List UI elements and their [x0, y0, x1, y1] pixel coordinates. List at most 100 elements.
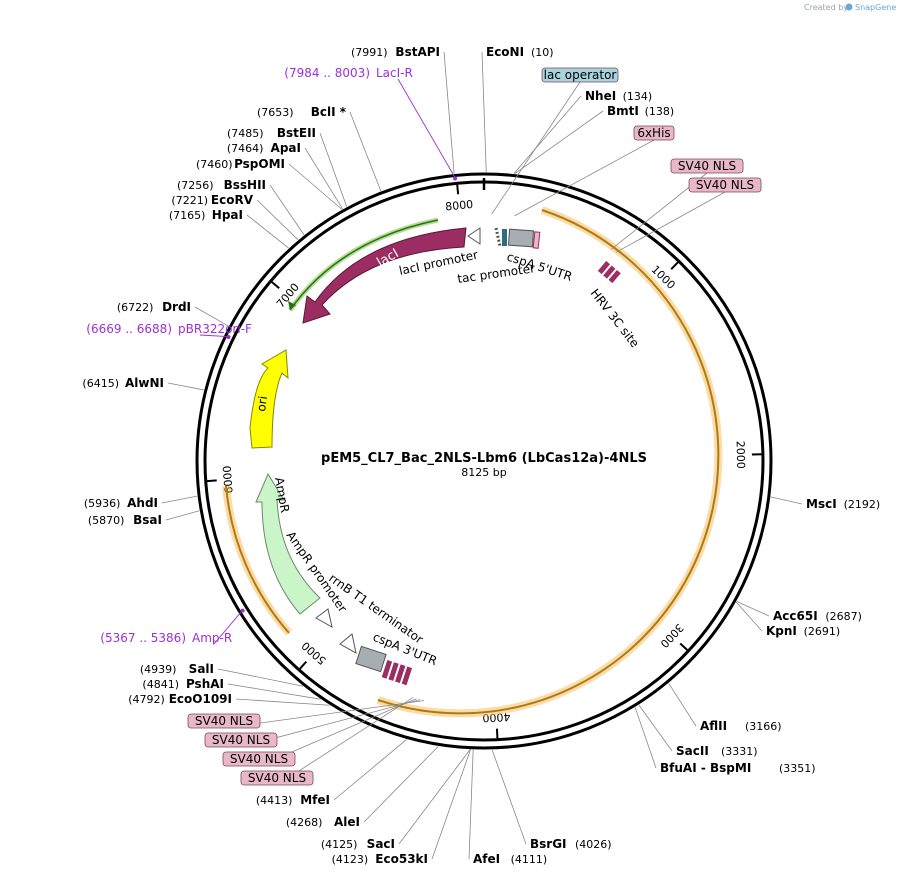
enzyme-position: (5870) — [88, 514, 125, 527]
enzyme-site[interactable]: SacII(3331) — [676, 744, 758, 758]
feature-leader — [615, 191, 726, 253]
enzyme-site[interactable]: MfeI(4413) — [256, 793, 330, 807]
tick-mark — [270, 280, 280, 289]
enzyme-site[interactable]: SacI(4125) — [321, 837, 395, 851]
enzyme-leader — [304, 147, 343, 210]
enzyme-position: (134) — [623, 90, 653, 103]
enzyme-site[interactable]: BsrGI(4026) — [530, 837, 612, 851]
enzyme-site[interactable]: AleI(4268) — [286, 815, 360, 829]
enzyme-site[interactable]: BfuAI - BspMI(3351) — [660, 761, 816, 775]
enzyme-position: (2687) — [825, 610, 862, 623]
enzyme-site[interactable]: BsaI(5870) — [88, 513, 162, 527]
tick-label: 2000 — [734, 441, 748, 469]
enzyme-site[interactable]: Acc65I (2687) — [773, 609, 862, 623]
enzyme-leader — [246, 214, 289, 249]
enzyme-leader — [167, 382, 204, 391]
tick-label: 5000 — [299, 639, 329, 667]
enzyme-name: ApaI — [271, 141, 301, 155]
enzyme-site[interactable]: BstEII(7485) — [227, 126, 316, 140]
nls-cluster-top — [597, 260, 621, 284]
enzyme-site[interactable]: EcoRV(7221) — [171, 193, 253, 207]
enzyme-site[interactable]: Eco53kI(4123) — [332, 852, 428, 866]
primer-name: pBR322ori-F — [178, 322, 252, 336]
primer-site-marker — [240, 608, 245, 613]
enzyme-site[interactable]: SalI(4939) — [140, 662, 214, 676]
enzyme-site[interactable]: BclI *(7653) — [257, 105, 347, 119]
enzyme-name: BclI * — [311, 105, 347, 119]
enzyme-site[interactable]: EcoNI(10) — [486, 45, 554, 59]
enzyme-name: AhdI — [127, 496, 158, 510]
enzyme-site[interactable]: HpaI(7165) — [169, 208, 243, 222]
feature-leader — [276, 697, 414, 786]
tick-mark — [670, 260, 680, 270]
feature-badge-label: SV40 NLS — [212, 733, 270, 747]
enzyme-position: (7991) — [351, 46, 388, 59]
enzyme-position: (7460) — [196, 158, 233, 171]
enzyme-site[interactable]: MscI(2192) — [806, 497, 880, 511]
feature-badge[interactable]: SV40 NLS — [688, 177, 762, 193]
enzyme-position: (4111) — [511, 853, 548, 866]
enzyme-leader — [235, 698, 330, 706]
enzyme-leader — [256, 199, 299, 241]
enzyme-position: (4413) — [256, 794, 293, 807]
enzyme-site[interactable]: DrdI(6722) — [117, 300, 191, 314]
enzyme-site[interactable]: BmtI(138) — [607, 104, 674, 118]
ampr-promoter-arrow — [315, 608, 333, 628]
enzyme-leader — [634, 707, 657, 769]
enzyme-site[interactable]: BssHII(7256) — [177, 178, 266, 192]
enzyme-site[interactable]: EcoO109I(4792) — [128, 692, 232, 706]
feature-badge[interactable]: lac operator — [541, 67, 619, 83]
enzyme-position: (7221) — [171, 194, 208, 207]
enzyme-position: (7256) — [177, 179, 214, 192]
tick-mark — [679, 642, 689, 652]
enzyme-leader — [491, 749, 527, 845]
enzyme-site[interactable]: NheI(134) — [585, 89, 652, 103]
enzyme-site[interactable]: PshAI(4841) — [142, 677, 224, 691]
enzyme-site[interactable]: AlwNI(6415) — [82, 376, 164, 390]
enzyme-site[interactable]: AhdI(5936) — [84, 496, 158, 510]
enzyme-site[interactable]: BstAPI(7991) — [351, 45, 440, 59]
enzyme-leader — [481, 51, 487, 173]
enzyme-site[interactable]: AfeI(4111) — [473, 852, 547, 866]
primer-site[interactable]: (7984 .. 8003)LacI-R — [284, 66, 413, 80]
enzyme-name: Acc65I — [773, 609, 818, 623]
enzyme-leader — [288, 163, 343, 210]
enzyme-leader — [333, 739, 407, 801]
nls-cluster-bottom — [381, 660, 413, 686]
feature-badge[interactable]: SV40 NLS — [222, 751, 296, 767]
tick-mark — [205, 479, 217, 483]
feature-badge[interactable]: SV40 NLS — [187, 713, 261, 729]
enzyme-position: (3166) — [745, 720, 782, 733]
enzyme-position: (4125) — [321, 838, 358, 851]
enzyme-site[interactable]: AflII(3166) — [700, 719, 782, 733]
enzyme-name: PspOMI — [234, 157, 285, 171]
enzyme-position: (4026) — [575, 838, 612, 851]
enzyme-name: EcoNI — [486, 45, 524, 59]
feature-badge[interactable]: SV40 NLS — [670, 158, 744, 174]
enzyme-leader — [398, 749, 471, 845]
plasmid-title: pEM5_CL7_Bac_2NLS-Lbm6 (LbCas12a)-4NLS — [321, 451, 647, 466]
enzyme-name: BstEII — [277, 126, 316, 140]
primer-site[interactable]: (6669 .. 6688)pBR322ori-F — [86, 322, 252, 336]
enzyme-site[interactable]: KpnI(2691) — [766, 624, 840, 638]
lac-operator-block — [502, 229, 507, 246]
primer-site[interactable]: (5367 .. 5386)Amp-R — [100, 631, 232, 645]
enzyme-leader — [269, 184, 305, 236]
enzyme-position: (4792) — [128, 693, 165, 706]
enzyme-site[interactable]: ApaI(7464) — [227, 141, 301, 155]
feature-badge[interactable]: 6xHis — [633, 125, 675, 141]
feature-badge[interactable]: SV40 NLS — [204, 732, 278, 748]
feature-badge-box — [222, 751, 296, 767]
tick-mark — [298, 660, 308, 671]
feature-badge-label: SV40 NLS — [195, 714, 253, 728]
feature-badge-box — [187, 713, 261, 729]
primer-name: Amp-R — [192, 631, 232, 645]
enzyme-position: (2691) — [804, 625, 841, 638]
feature-badge[interactable]: SV40 NLS — [240, 770, 314, 786]
ori-feature-arrow — [249, 349, 289, 449]
enzyme-site[interactable]: PspOMI(7460) — [196, 157, 285, 171]
primer-leader — [199, 334, 228, 338]
enzyme-leader — [349, 111, 382, 192]
snapgene-credit[interactable]: Created by SnapGene — [804, 3, 896, 12]
enzyme-name: BmtI — [607, 104, 639, 118]
